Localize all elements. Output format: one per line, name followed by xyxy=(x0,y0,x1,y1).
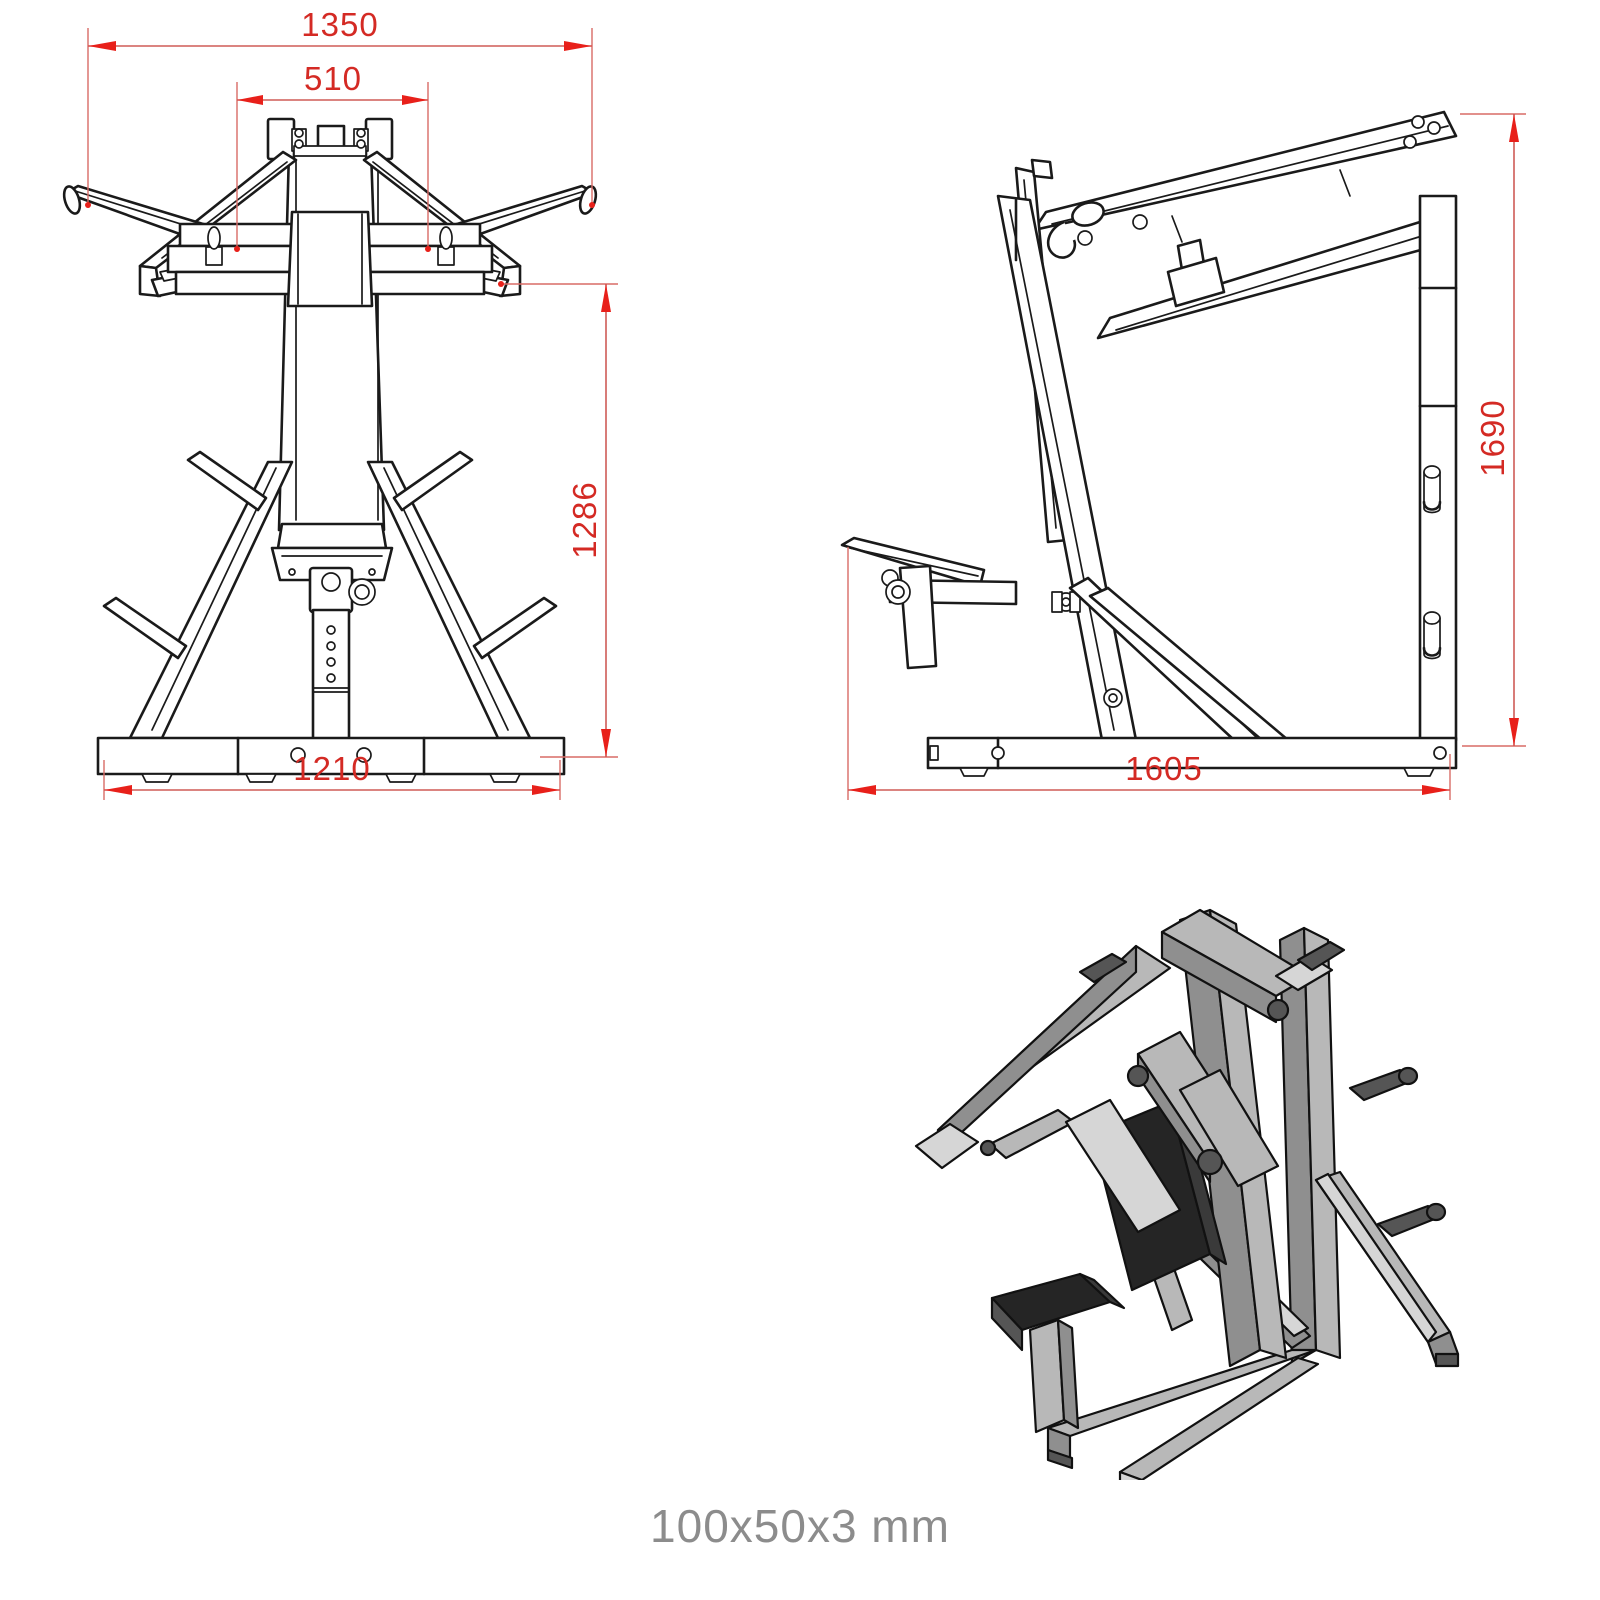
weight-horn-side-lower xyxy=(1422,611,1442,660)
dimension-value-1210: 1210 xyxy=(293,750,370,787)
dimension-value-1286: 1286 xyxy=(566,481,603,558)
base-frame xyxy=(96,736,566,783)
dimension-handle-spacing: 510 xyxy=(234,60,431,252)
top-pivot-assembly xyxy=(266,117,394,161)
weight-horns-upper xyxy=(186,450,474,512)
iso-geometry xyxy=(914,908,1460,1480)
base-frame-side xyxy=(926,736,1458,777)
profile-caption: 100x50x3 mm xyxy=(650,1500,950,1552)
dimension-base-width: 1210 xyxy=(103,750,561,800)
front-view-geometry xyxy=(62,117,598,783)
weight-horn-side-upper xyxy=(1422,465,1442,514)
seat-post xyxy=(311,608,351,752)
front-view: 1350 510 1286 xyxy=(62,6,618,800)
dimension-overall-width: 1350 xyxy=(85,6,595,208)
carriage-plates xyxy=(166,210,494,308)
dimension-value-1350: 1350 xyxy=(301,6,378,43)
dimension-value-510: 510 xyxy=(304,60,362,97)
side-view: 1690 1605 xyxy=(840,110,1526,800)
side-view-geometry xyxy=(840,110,1458,777)
weight-horns-lower xyxy=(102,596,558,660)
dimension-overall-height: 1690 xyxy=(1460,113,1526,747)
dimension-overall-depth: 1605 xyxy=(847,547,1451,800)
handle-cam xyxy=(1046,201,1105,259)
dimension-value-1690: 1690 xyxy=(1474,399,1511,476)
isometric-view xyxy=(914,908,1460,1480)
dimension-handle-height: 1286 xyxy=(498,281,618,758)
dimension-value-1605: 1605 xyxy=(1125,750,1202,787)
seat-bracket xyxy=(270,522,394,614)
caption-block: 100x50x3 mm xyxy=(650,1500,950,1552)
seat-assembly-side xyxy=(840,536,1018,670)
